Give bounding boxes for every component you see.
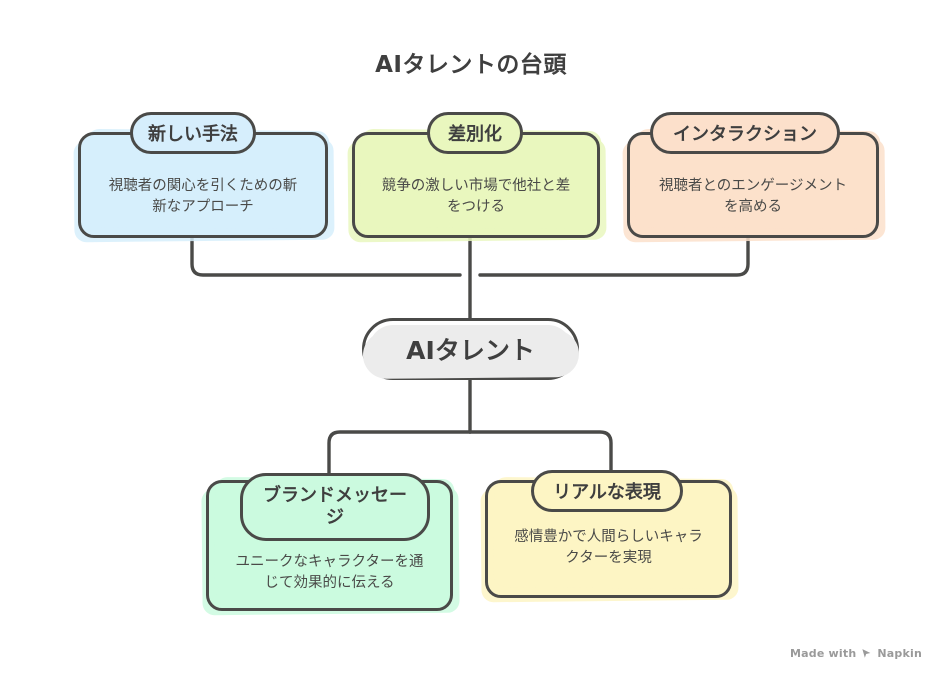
node-differentiation-label[interactable]: 差別化 (427, 112, 523, 154)
node-realistic-expression-description: 感情豊かで人間らしいキャラ クターを実現 (514, 529, 703, 567)
node-differentiation-description: 競争の激しい市場で他社と差 をつける (381, 178, 571, 216)
napkin-logo-icon (861, 648, 872, 659)
node-realistic-expression-label[interactable]: リアルな表現 (531, 470, 683, 512)
node-brand-message-label[interactable]: ブランドメッセー ジ (240, 473, 430, 541)
hub-node-ai-talent[interactable]: AIタレント (362, 318, 579, 380)
watermark-made-with-text: Made with (790, 647, 857, 660)
node-new-method[interactable]: 視聴者の関心を引くための斬 新なアプローチ (78, 132, 328, 238)
node-interaction-description: 視聴者とのエンゲージメント を高める (658, 178, 848, 216)
edge-interaction (478, 236, 750, 277)
watermark-brand-text: Napkin (877, 647, 922, 660)
node-new-method-description: 視聴者の関心を引くための斬 新なアプローチ (108, 178, 298, 216)
edge-new-method (190, 236, 462, 277)
node-brand-message-description: ユニークなキャラクターを通 じて効果的に伝える (235, 554, 424, 592)
node-new-method-label[interactable]: 新しい手法 (130, 112, 256, 154)
node-interaction-label[interactable]: インタラクション (650, 112, 840, 154)
page-title: AIタレントの台頭 (375, 52, 567, 78)
hub-node-fill (369, 325, 572, 373)
watermark: Made with Napkin (790, 647, 922, 660)
hub-node-label: AIタレント (406, 336, 535, 365)
